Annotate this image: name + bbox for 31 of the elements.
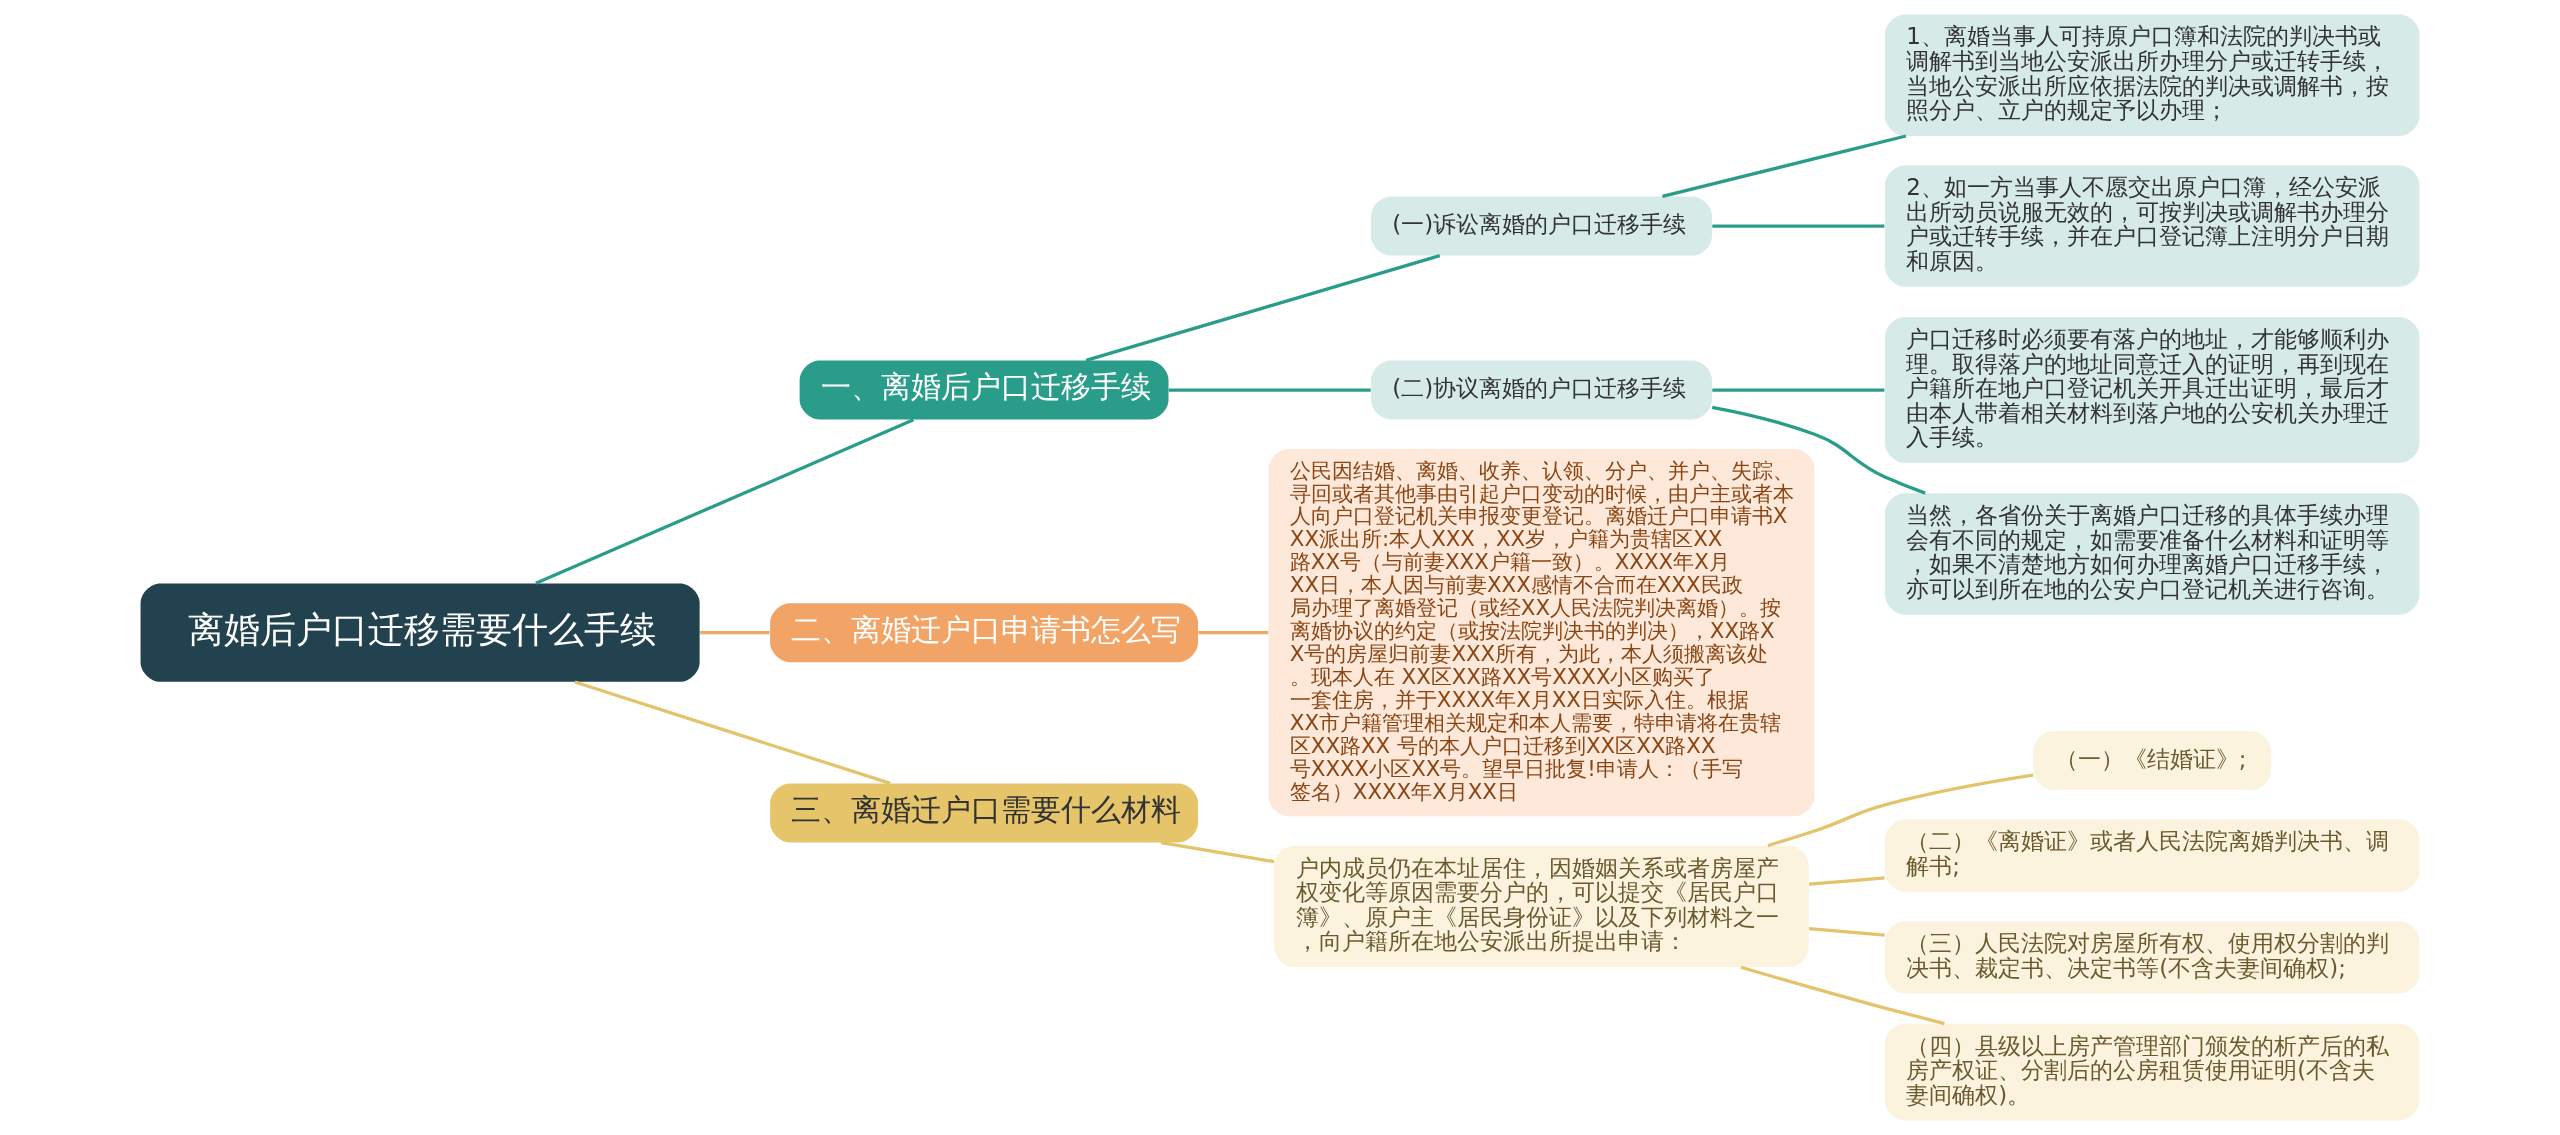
connector — [574, 680, 891, 785]
connector — [1740, 965, 1945, 1026]
node-box: 一、离婚后户口迁移手续 — [799, 360, 1169, 420]
connector — [1712, 224, 1885, 228]
connector — [1712, 388, 1885, 392]
node-box: 三、离婚迁户口需要什么材料 — [770, 783, 1199, 843]
node-box: 户内成员仍在本址居住，因婚姻关系或者房屋产权变化等原因需要分户的，可以提交《居民户口簿》、原户主《居民身份证》以及下列材料之一，向户籍所在地公安派出所提出申请： — [1274, 845, 1809, 968]
connector — [1085, 254, 1441, 362]
node-box: (二)协议离婚的户口迁移手续 — [1371, 360, 1712, 420]
connector — [1767, 773, 2034, 848]
node-box: 离婚后户口迁移需要什么手续 — [140, 583, 700, 682]
node-box: （二）《离婚证》或者人民法院离婚判决书、调解书; — [1884, 819, 2420, 892]
node-box: 户口迁移时必须要有落户的地址，才能够顺利办理。取得落户的地址同意迁入的证明，再到现在户籍所在地户口登记机关开具迁出证明，最后才由本人带着相关材料到落户地的公安机关办理迁入手续。 — [1884, 317, 2420, 463]
connector — [1809, 876, 1885, 886]
connector — [1711, 405, 1926, 495]
node-box: (一)诉讼离婚的户口迁移手续 — [1371, 196, 1712, 256]
connector — [535, 418, 915, 585]
connector — [1809, 927, 1885, 937]
connector — [1160, 840, 1275, 864]
node-box: （四）县级以上房产管理部门颁发的析产后的私房产权证、分割后的公房租赁使用证明(不含夫妻间确权)。 — [1884, 1023, 2420, 1121]
node-box: 公民因结婚、离婚、收养、认领、分户、并户、失踪、寻回或者其他事由引起户口变动的时候，由户主或者本人向户口登记机关申报变更登记。离婚迁户口申请书XXX派出所:本人XXX，XX岁，户籍为贵辖区XX路XX号（与前妻XXX户籍一致）。XXXX年X月XX日，本人因与前妻XXX感情不合而在XXX民政局办理了离婚登记（或经XX人民法院判决离婚）。按离婚协议的约定（或按法院判决书的判决），XX路XX号的房屋归前妻XXX所有，为此，本人须搬离该处。现本人在 XX区XX路XX号XXXX小区购买了一套住房，并于XXXX年X月XX日实际入住。根据XX市户籍管理相关规定和本人需要，特申请将在贵辖区XX路XX 号的本人户口迁移到XX区XX路XX号XXXX小区XX号。望早日批复!申请人：（手写签名）XXXX年X月XX日 — [1268, 449, 1815, 817]
connector — [700, 631, 770, 635]
connector — [1198, 631, 1269, 635]
node-box: 2、如一方当事人不愿交出原户口簿，经公安派出所动员说服无效的，可按判决或调解书办理分户或迁转手续，并在户口登记簿上注明分户日期和原因。 — [1884, 165, 2420, 287]
node-box: （一）《结婚证》; — [2033, 731, 2272, 791]
connector — [1168, 388, 1371, 392]
node-box: 1、离婚当事人可持原户口簿和法院的判决书或调解书到当地公安派出所办理分户或迁转手续，当地公安派出所应依据法院的判决或调解书，按照分户、立户的规定予以办理； — [1884, 14, 2420, 136]
connector — [1662, 134, 1907, 199]
node-box: 当然，各省份关于离婚户口迁移的具体手续办理会有不同的规定，如需要准备什么材料和证明等，如果不清楚地方如何办理离婚户口迁移手续，亦可以到所在地的公安户口登记机关进行咨询。 — [1884, 493, 2420, 615]
node-box: （三）人民法院对房屋所有权、使用权分割的判决书、裁定书、决定书等(不含夫妻间确权); — [1884, 921, 2420, 994]
node-box: 二、离婚迁户口申请书怎么写 — [770, 603, 1199, 663]
